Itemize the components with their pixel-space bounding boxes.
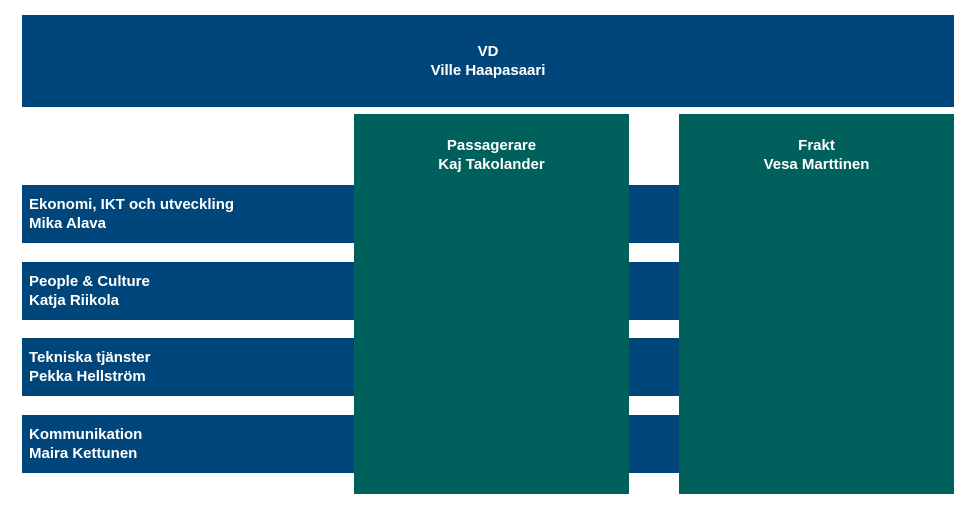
- staff-role: People & Culture: [29, 273, 150, 290]
- staff-name: Maira Kettunen: [29, 445, 138, 462]
- staff-role: Ekonomi, IKT och utveckling: [29, 196, 235, 213]
- division-name: Vesa Marttinen: [763, 156, 870, 173]
- division-role: Passagerare: [446, 137, 537, 154]
- staff-role: Tekniska tjänster: [29, 349, 151, 366]
- ceo-box: VD Ville Haapasaari: [22, 15, 954, 107]
- staff-name: Katja Riikola: [29, 292, 120, 309]
- ceo-name: Ville Haapasaari: [430, 62, 546, 79]
- staff-role: Kommunikation: [29, 426, 143, 443]
- division-name: Kaj Takolander: [438, 156, 545, 173]
- ceo-role: VD: [477, 43, 499, 60]
- division-box-passengers: Passagerare Kaj Takolander: [354, 114, 629, 494]
- division-box-freight: Frakt Vesa Marttinen: [679, 114, 954, 494]
- division-role: Frakt: [798, 137, 835, 154]
- staff-name: Pekka Hellström: [29, 368, 146, 385]
- staff-name: Mika Alava: [29, 215, 106, 232]
